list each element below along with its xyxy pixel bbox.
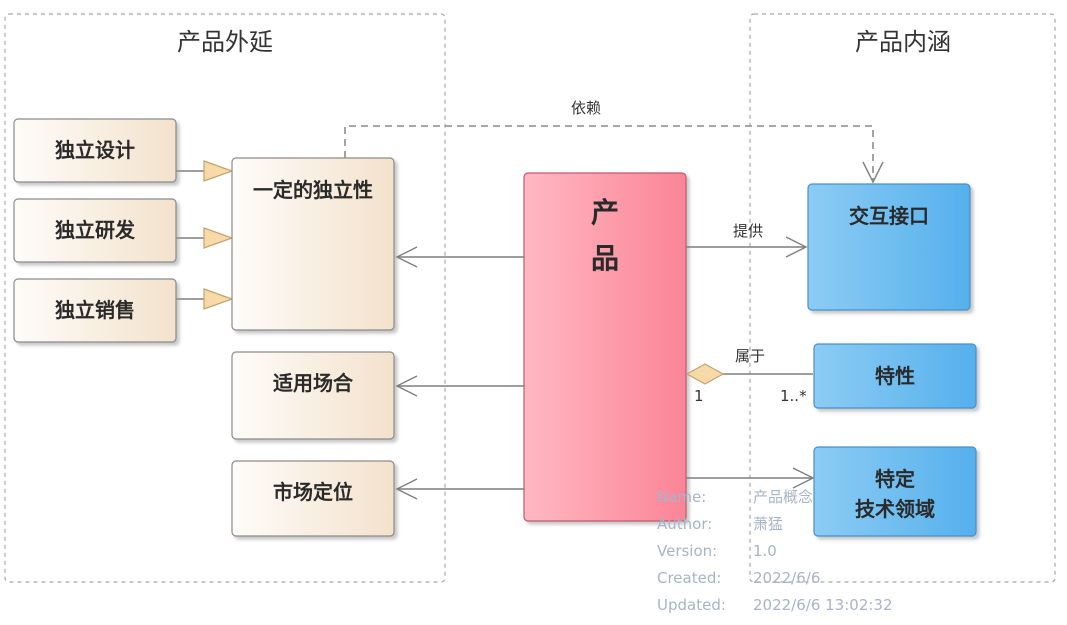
node-domain-label-line1: 特定	[875, 467, 915, 491]
node-domain-label-line2: 技术领域	[855, 497, 935, 521]
arrowhead-positioning	[395, 478, 418, 500]
generalization-arrow-sales	[203, 288, 234, 310]
frame-outer	[4, 13, 446, 583]
meta-created-key: Created:	[657, 569, 721, 587]
generalization-arrow-research	[203, 227, 234, 249]
node-interface[interactable]	[807, 183, 971, 311]
meta-created-value: 2022/6/6	[753, 569, 820, 587]
node-independence-label: 一定的独立性	[253, 178, 373, 202]
aggregation-diamond	[685, 363, 725, 385]
frame-inner	[749, 13, 1056, 583]
mult-feature: 1..*	[780, 387, 807, 405]
meta-name-value: 产品概念	[753, 488, 813, 506]
node-scenario[interactable]	[231, 351, 395, 440]
diagram-metadata: Name: 产品概念 Author: 萧猛 Version: 1.0 Creat…	[657, 488, 893, 614]
meta-author-value: 萧猛	[753, 515, 783, 533]
edge-depends-label: 依赖	[571, 99, 601, 117]
frame-inner-title: 产品内涵	[855, 28, 951, 56]
mult-product: 1	[694, 387, 704, 405]
edge-belongs-label: 属于	[735, 347, 765, 365]
node-design[interactable]	[13, 118, 177, 183]
node-research[interactable]	[13, 198, 177, 263]
meta-updated-key: Updated:	[657, 596, 726, 614]
node-independence[interactable]	[231, 157, 395, 331]
meta-name-key: Name:	[657, 488, 706, 506]
node-design-label: 独立设计	[55, 138, 135, 162]
node-feature[interactable]	[813, 343, 977, 409]
edge-provides-label: 提供	[733, 222, 763, 240]
node-interface-label: 交互接口	[849, 204, 929, 228]
node-feature-label: 特性	[875, 364, 915, 388]
node-positioning-label: 市场定位	[273, 480, 353, 504]
edge-depends	[344, 125, 874, 180]
generalization-arrow-design	[203, 160, 234, 182]
node-research-label: 独立研发	[55, 218, 136, 242]
node-sales-label: 独立销售	[55, 298, 135, 322]
meta-version-key: Version:	[657, 542, 717, 560]
meta-version-value: 1.0	[753, 542, 777, 560]
node-sales[interactable]	[13, 278, 177, 343]
node-positioning[interactable]	[231, 460, 395, 537]
node-product-label-line2: 品	[591, 242, 619, 275]
node-product[interactable]	[523, 172, 687, 522]
arrowhead-independence	[395, 246, 418, 268]
node-product-label-line1: 产	[591, 196, 619, 229]
edge-depends-arrowhead	[862, 161, 884, 184]
meta-author-key: Author:	[657, 515, 712, 533]
node-scenario-label: 适用场合	[273, 371, 354, 395]
frame-outer-title: 产品外延	[177, 28, 273, 56]
arrowhead-interface	[785, 236, 808, 258]
node-domain[interactable]	[813, 446, 977, 537]
meta-updated-value: 2022/6/6 13:02:32	[753, 596, 893, 614]
arrowhead-domain	[792, 467, 815, 489]
arrowhead-scenario	[395, 375, 418, 397]
